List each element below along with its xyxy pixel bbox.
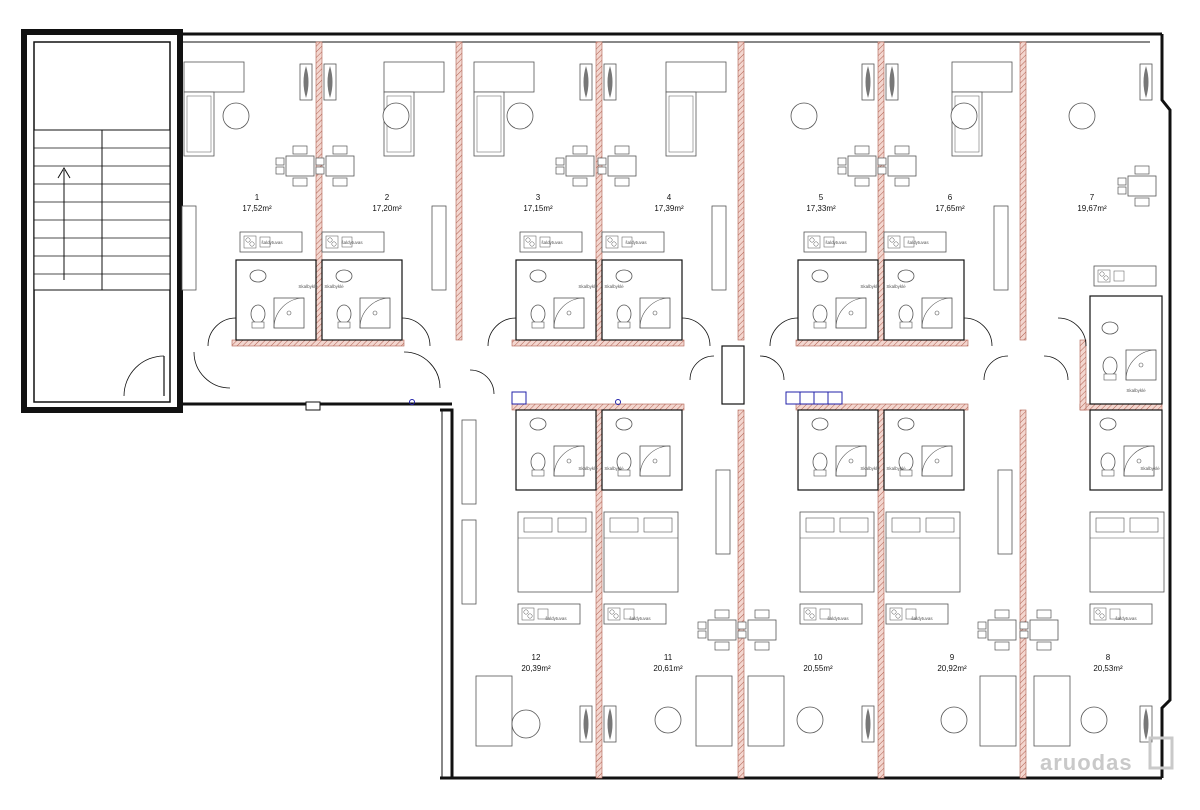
fridge-label: šaldytuvas xyxy=(825,240,847,245)
room-area: 20,53m² xyxy=(1093,664,1123,673)
room-area: 20,55m² xyxy=(803,664,833,673)
room-area: 17,65m² xyxy=(935,204,965,213)
watermark-text: aruodas xyxy=(1040,750,1133,775)
washer-label: Skalbyklė xyxy=(578,466,598,471)
room-4: 4 17,39m² xyxy=(654,193,684,213)
lower-furniture xyxy=(475,609,1108,747)
door-swing-icon[interactable] xyxy=(123,355,165,397)
fridge-label: šaldytuvas xyxy=(907,240,929,245)
room-area: 17,20m² xyxy=(372,204,402,213)
washer-label: Skalbyklė xyxy=(860,284,880,289)
corridor-details xyxy=(305,345,843,411)
washer-label: Skalbyklė xyxy=(1140,466,1160,471)
fridge-label: šaldytuvas xyxy=(827,616,849,621)
fridge-label: šaldytuvas xyxy=(341,240,363,245)
room-2: 2 17,20m² xyxy=(372,193,402,213)
room-12: 12 20,39m² xyxy=(521,653,551,673)
upper-washer-labels: Skalbyklė Skalbyklė Skalbyklė Skalbyklė … xyxy=(298,284,1146,393)
room-area: 17,39m² xyxy=(654,204,684,213)
room-number: 3 xyxy=(536,193,541,202)
room-area: 17,15m² xyxy=(523,204,553,213)
room-number: 9 xyxy=(950,653,955,662)
lower-washer-labels: Skalbyklė Skalbyklė Skalbyklė Skalbyklė … xyxy=(578,466,1160,471)
room-number: 4 xyxy=(667,193,672,202)
washer-label: Skalbyklė xyxy=(1126,388,1146,393)
lower-fixture-labels: šaldytuvas šaldytuvas šaldytuvas šaldytu… xyxy=(545,616,1137,621)
upper-partitions xyxy=(315,41,1027,341)
room-area: 20,61m² xyxy=(653,664,683,673)
up-arrow-icon xyxy=(57,167,71,280)
room-area: 17,33m² xyxy=(806,204,836,213)
upper-fixture-labels: šaldytuvas šaldytuvas šaldytuvas šaldytu… xyxy=(261,240,929,245)
watermark: aruodas xyxy=(1040,736,1174,775)
washer-label: Skalbyklė xyxy=(324,284,344,289)
stairwell xyxy=(33,129,171,397)
room-area: 19,67m² xyxy=(1077,204,1107,213)
upper-kitchenettes xyxy=(239,231,1157,287)
room-area: 17,52m² xyxy=(242,204,272,213)
room-11: 11 20,61m² xyxy=(653,653,683,673)
fridge-label: šaldytuvas xyxy=(541,240,563,245)
room-number: 8 xyxy=(1106,653,1111,662)
room-7: 7 19,67m² xyxy=(1077,193,1107,213)
room-number: 12 xyxy=(532,653,541,662)
washer-label: Skalbyklė xyxy=(604,466,624,471)
fridge-label: šaldytuvas xyxy=(261,240,283,245)
fridge-label: šaldytuvas xyxy=(545,616,567,621)
room-1: 1 17,52m² xyxy=(242,193,272,213)
room-number: 1 xyxy=(255,193,260,202)
room-labels: 1 17,52m² 2 17,20m² 3 17,15m² 4 17,39m² … xyxy=(242,193,1123,673)
room-number: 11 xyxy=(664,653,673,662)
lower-beds xyxy=(517,511,1165,593)
upper-bathrooms xyxy=(235,259,1163,405)
fridge-label: šaldytuvas xyxy=(629,616,651,621)
room-5: 5 17,33m² xyxy=(806,193,836,213)
room-area: 20,92m² xyxy=(937,664,967,673)
room-9: 9 20,92m² xyxy=(937,653,967,673)
fridge-label: šaldytuvas xyxy=(911,616,933,621)
room-10: 10 20,55m² xyxy=(803,653,833,673)
room-number: 7 xyxy=(1090,193,1095,202)
washer-label: Skalbyklė xyxy=(886,284,906,289)
wardrobes xyxy=(181,205,1013,605)
room-number: 5 xyxy=(819,193,824,202)
upper-doors[interactable] xyxy=(193,317,1087,395)
room-number: 10 xyxy=(814,653,823,662)
upper-furniture xyxy=(183,61,1157,207)
room-area: 20,39m² xyxy=(521,664,551,673)
lower-partitions xyxy=(595,409,1027,779)
room-8: 8 20,53m² xyxy=(1093,653,1123,673)
washer-label: Skalbyklė xyxy=(886,466,906,471)
fridge-label: šaldytuvas xyxy=(1115,616,1137,621)
room-number: 6 xyxy=(948,193,953,202)
washer-label: Skalbyklė xyxy=(860,466,880,471)
washer-label: Skalbyklė xyxy=(298,284,318,289)
washer-label: Skalbyklė xyxy=(604,284,624,289)
washer-label: Skalbyklė xyxy=(578,284,598,289)
lower-bathrooms xyxy=(515,409,1163,491)
corridor-walls xyxy=(231,339,1163,411)
room-6: 6 17,65m² xyxy=(935,193,965,213)
room-number: 2 xyxy=(385,193,390,202)
fridge-label: šaldytuvas xyxy=(625,240,647,245)
room-3: 3 17,15m² xyxy=(523,193,553,213)
